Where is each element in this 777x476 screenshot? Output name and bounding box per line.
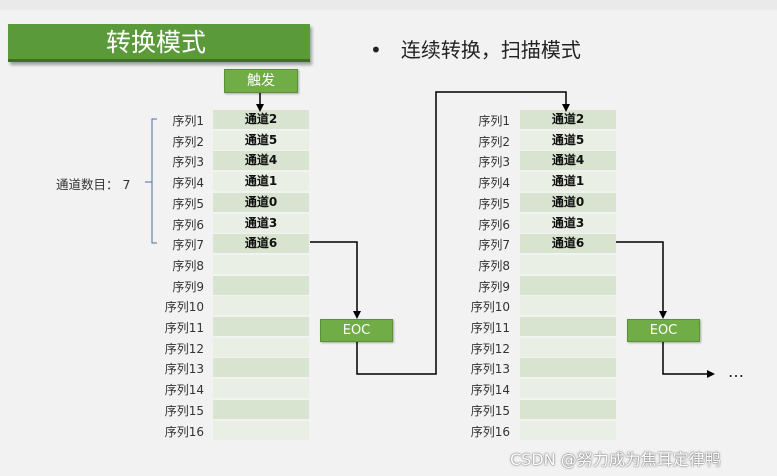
channel-cell: 通道0 bbox=[520, 192, 616, 212]
bullet-dot: • bbox=[370, 38, 382, 62]
restart-arrow bbox=[356, 91, 570, 375]
channel-cell bbox=[213, 420, 309, 440]
sequence-label: 序列10 bbox=[164, 300, 204, 315]
eoc2-arrow bbox=[616, 241, 667, 319]
title-banner: 转换模式 bbox=[8, 24, 310, 62]
channel-cell bbox=[520, 296, 616, 316]
channel-cell bbox=[520, 337, 616, 357]
channel-cell: 通道5 bbox=[213, 130, 309, 150]
channel-count-label: 通道数目： bbox=[56, 177, 119, 192]
sequence-label: 序列7 bbox=[478, 238, 510, 253]
channel-cell: 通道6 bbox=[213, 234, 309, 254]
channel-cell: 通道3 bbox=[213, 213, 309, 233]
channel-cell: 通道2 bbox=[213, 110, 309, 129]
sequence-label: 序列3 bbox=[172, 155, 204, 170]
page-title: 转换模式 bbox=[106, 28, 207, 57]
sequence-label: 序列15 bbox=[164, 403, 204, 418]
continuation-ellipsis: … bbox=[728, 362, 744, 381]
sequence-label: 序列6 bbox=[478, 217, 510, 232]
sequence-label: 序列16 bbox=[470, 424, 510, 439]
mode-text: 连续转换，扫描模式 bbox=[400, 38, 581, 62]
channel-count-value: 7 bbox=[122, 177, 131, 192]
sequence-label: 序列5 bbox=[172, 196, 204, 211]
channel-cell bbox=[213, 254, 309, 274]
sequence-label: 序列10 bbox=[470, 300, 510, 315]
channel-cell bbox=[520, 420, 616, 440]
sequence-label: 序列2 bbox=[478, 134, 510, 149]
sequence-label: 序列6 bbox=[172, 217, 204, 232]
eoc-box-1: EOC bbox=[320, 319, 393, 342]
sequence-label: 序列2 bbox=[172, 134, 204, 149]
eoc-label: EOC bbox=[649, 323, 678, 338]
channel-cell bbox=[213, 358, 309, 378]
sequence-label: 序列12 bbox=[470, 341, 510, 356]
channel-cell bbox=[520, 275, 616, 295]
channel-cell: 通道2 bbox=[520, 110, 616, 129]
channel-cell bbox=[213, 337, 309, 357]
channel-cell bbox=[520, 399, 616, 419]
count-bracket bbox=[151, 118, 157, 244]
sequence-label: 序列13 bbox=[470, 362, 510, 377]
sequence-label: 序列11 bbox=[470, 321, 510, 335]
channel-cell bbox=[520, 358, 616, 378]
sequence-label: 序列15 bbox=[470, 403, 510, 418]
continue-arrow bbox=[662, 342, 715, 378]
sequence-label: 序列1 bbox=[478, 114, 510, 128]
sequence-label: 序列5 bbox=[478, 196, 510, 211]
sequence-label: 序列12 bbox=[164, 341, 204, 356]
eoc-label: EOC bbox=[342, 323, 371, 338]
mode-description: • 连续转换，扫描模式 bbox=[370, 34, 581, 63]
sequence-label: 序列7 bbox=[172, 238, 204, 253]
channel-cell: 通道5 bbox=[520, 130, 616, 150]
sequence-label: 序列4 bbox=[172, 176, 204, 191]
channel-cell: 通道4 bbox=[520, 151, 616, 171]
sequence-label: 序列14 bbox=[470, 383, 510, 398]
channel-cell bbox=[213, 275, 309, 295]
channel-cell bbox=[213, 317, 309, 336]
sequence-label: 序列11 bbox=[164, 321, 204, 335]
top-bar bbox=[0, 0, 777, 10]
channel-cell bbox=[213, 296, 309, 316]
sequence-label: 序列8 bbox=[478, 258, 510, 273]
channel-cell: 通道6 bbox=[520, 234, 616, 254]
channel-cell bbox=[520, 254, 616, 274]
eoc-box-2: EOC bbox=[627, 319, 700, 342]
channel-cell bbox=[213, 379, 309, 399]
trigger-label: 触发 bbox=[247, 73, 275, 89]
sequence-label: 序列9 bbox=[478, 279, 510, 294]
eoc1-arrow bbox=[310, 241, 361, 319]
sequence-label: 序列9 bbox=[172, 279, 204, 294]
channel-cell: 通道0 bbox=[213, 192, 309, 212]
channel-cell: 通道1 bbox=[520, 172, 616, 192]
sequence-label: 序列4 bbox=[478, 176, 510, 191]
sequence-label: 序列8 bbox=[172, 258, 204, 273]
sequence-label: 序列13 bbox=[164, 362, 204, 377]
channel-cell: 通道4 bbox=[213, 151, 309, 171]
watermark: CSDN @努力成为焦耳定律鸭 bbox=[510, 450, 721, 469]
sequence-label: 序列14 bbox=[164, 383, 204, 398]
trigger-box: 触发 bbox=[224, 69, 298, 93]
channel-cell bbox=[520, 379, 616, 399]
channel-cell bbox=[213, 399, 309, 419]
channel-count: 通道数目： 7 bbox=[56, 174, 130, 193]
sequence-label: 序列16 bbox=[164, 424, 204, 439]
sequence-label: 序列1 bbox=[172, 114, 204, 128]
channel-cell: 通道1 bbox=[213, 172, 309, 192]
sequence-label: 序列3 bbox=[478, 155, 510, 170]
channel-cell: 通道3 bbox=[520, 213, 616, 233]
channel-cell bbox=[520, 317, 616, 336]
